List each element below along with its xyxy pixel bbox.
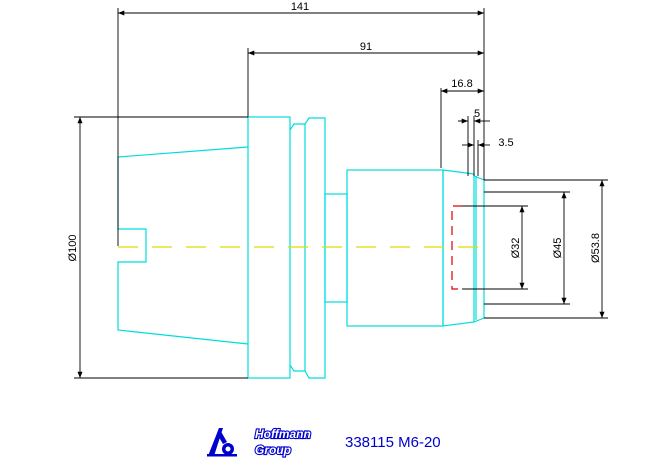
dim-dia100-label: Ø100 [67, 235, 79, 262]
body [346, 169, 444, 327]
logo-mark-icon [207, 428, 237, 457]
nose [442, 169, 475, 327]
part-number: 338115 M6-20 [345, 434, 441, 451]
brand-line1: Hoffmann [255, 427, 311, 441]
dimension-lines [74, 8, 608, 379]
dim-141-label: 141 [291, 1, 309, 13]
dim-dia32-label: Ø32 [510, 238, 522, 259]
part-outline [117, 116, 485, 379]
dim-3-5-label: 3.5 [498, 137, 513, 149]
dim-dia45-label: Ø45 [552, 238, 564, 259]
hidden-bore [451, 205, 462, 290]
dim-5-label: 5 [474, 108, 480, 120]
neck [324, 193, 348, 303]
front-end [473, 175, 485, 323]
dim-dia53-8-label: Ø53.8 [590, 233, 602, 263]
dim-16-8-label: 16.8 [451, 78, 472, 90]
hoffmann-group-logo: Hoffmann Group [207, 426, 312, 458]
flange-groove-right [304, 117, 326, 379]
taper-shank [117, 146, 249, 345]
dim-91-label: 91 [360, 41, 372, 53]
brand-line2: Group [255, 443, 291, 457]
